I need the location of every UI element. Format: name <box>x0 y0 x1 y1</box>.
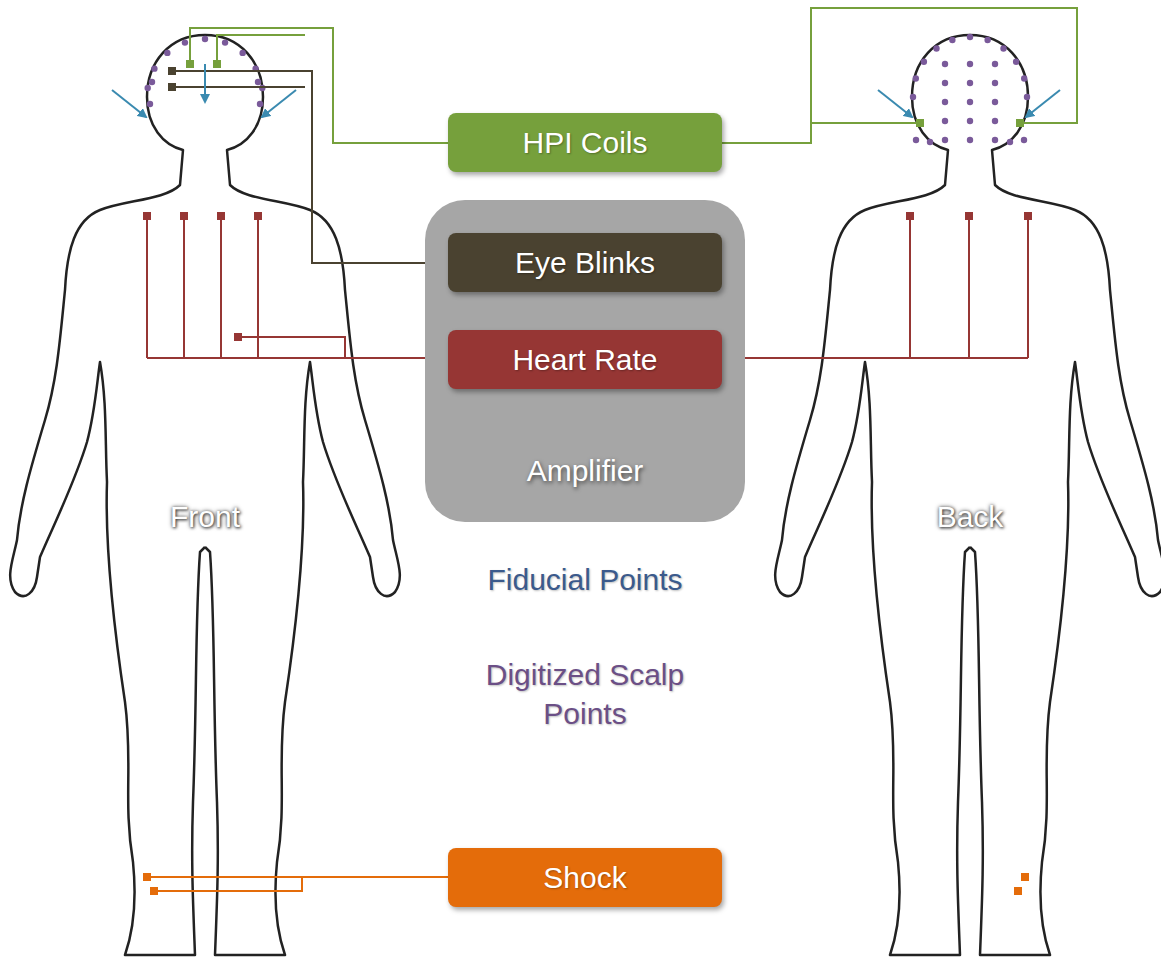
node-label: HPI Coils <box>522 126 647 160</box>
front-figure <box>10 35 400 955</box>
node-label: Eye Blinks <box>515 246 655 280</box>
shock-wire <box>147 877 448 891</box>
view-label: Front <box>170 500 240 534</box>
node-label: Heart Rate <box>512 343 657 377</box>
heart-wire <box>147 216 448 358</box>
hpi-box: HPI Coils <box>448 113 722 172</box>
eye-box: Eye Blinks <box>448 233 722 292</box>
back-figure <box>775 35 1161 955</box>
eye-wire <box>172 71 448 263</box>
hpi-wire <box>190 28 448 143</box>
node-label: Shock <box>543 861 626 895</box>
legend-text: Digitized Scalp Points <box>460 655 710 733</box>
heart-box: Heart Rate <box>448 330 722 389</box>
electrodes <box>143 60 1032 895</box>
heart-wire <box>722 216 1028 358</box>
view-label: Back <box>937 500 1004 534</box>
node-label: Amplifier <box>527 454 644 488</box>
shock-box: Shock <box>448 848 722 907</box>
fiducial-arrows <box>112 64 1060 117</box>
legend-text: Fiducial Points <box>435 560 735 599</box>
amplifier-group: Amplifier Eye BlinksHeart Rate <box>425 200 745 522</box>
hpi-wire <box>722 8 1077 143</box>
